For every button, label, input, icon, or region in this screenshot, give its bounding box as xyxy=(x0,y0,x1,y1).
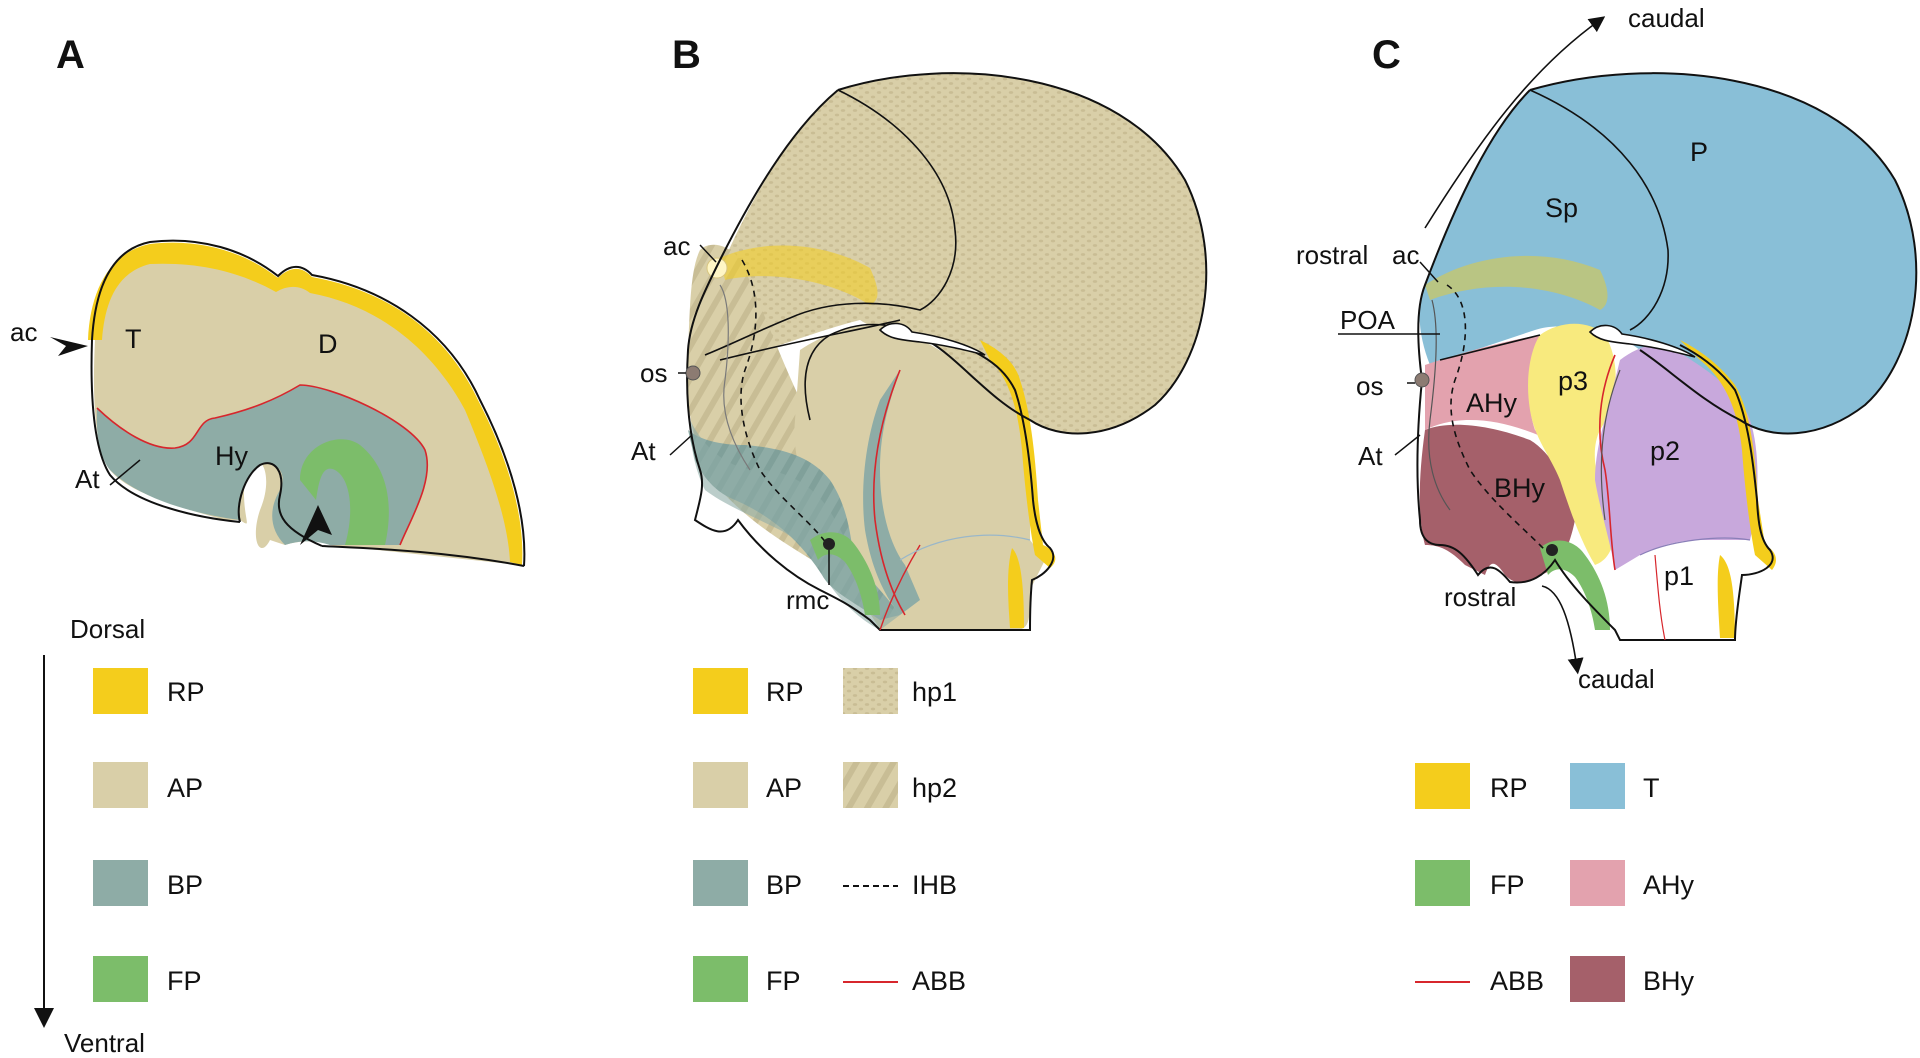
panel-c-letter: C xyxy=(1372,33,1401,77)
panel-b-at-label: At xyxy=(631,436,656,466)
panel-c-p-label: P xyxy=(1690,137,1708,167)
legend-b-swatch-hp2 xyxy=(843,762,898,808)
panel-c-p1-label: p1 xyxy=(1664,561,1694,591)
panel-a-letter: A xyxy=(56,33,85,77)
top-direction-arrow xyxy=(1424,16,1606,229)
legend-b-swatch-fp xyxy=(693,956,748,1002)
legend-b-label-ihb: IHB xyxy=(912,870,957,900)
panel-a-ac-label: ac xyxy=(10,317,37,347)
legend-a-label-fp: FP xyxy=(167,966,202,996)
panel-b-rmc-label: rmc xyxy=(786,585,829,615)
legend-a-swatch-bp xyxy=(93,860,148,906)
legend-b-label-abb: ABB xyxy=(912,966,966,996)
panel-b-letter: B xyxy=(672,33,701,77)
panel-c-os-label: os xyxy=(1356,371,1383,401)
ac-arrowhead-icon xyxy=(50,337,88,356)
panel-c-tube xyxy=(1338,16,1918,675)
legend-b-label-hp1: hp1 xyxy=(912,677,957,707)
legend-b-swatch-bp xyxy=(693,860,748,906)
legend-a-swatch-rp xyxy=(93,668,148,714)
legend-c-label-abb: ABB xyxy=(1490,966,1544,996)
panel-c-bhy-label: BHy xyxy=(1494,473,1546,503)
ventral-label: Ventral xyxy=(64,1028,145,1058)
panel-a-d-label: D xyxy=(318,329,338,359)
legend-a: RP AP BP FP xyxy=(93,668,205,1002)
panel-a-hy-label: Hy xyxy=(215,441,248,471)
legend-b-label-fp: FP xyxy=(766,966,801,996)
legend-c-swatch-ahy xyxy=(1570,860,1625,906)
panel-a-tube xyxy=(50,239,526,567)
panel-c-at-label: At xyxy=(1358,441,1383,471)
dorsal-label: Dorsal xyxy=(70,614,145,644)
legend-c-swatch-fp xyxy=(1415,860,1470,906)
legend-a-swatch-fp xyxy=(93,956,148,1002)
legend-c-label-bhy: BHy xyxy=(1643,966,1695,996)
legend-a-swatch-ap xyxy=(93,762,148,808)
legend-c-swatch-rp xyxy=(1415,763,1470,809)
legend-b-label-hp2: hp2 xyxy=(912,773,957,803)
panel-c-rostral-top-label: rostral xyxy=(1296,240,1368,270)
legend-c: RP FP ABB T AHy BHy xyxy=(1415,763,1695,1002)
legend-a-label-bp: BP xyxy=(167,870,203,900)
fp-arrowhead-icon xyxy=(300,505,332,545)
panel-b-os-label: os xyxy=(640,358,667,388)
bottom-direction-arrow xyxy=(1541,585,1584,675)
legend-c-label-rp: RP xyxy=(1490,773,1528,803)
panel-b-ac-label: ac xyxy=(663,231,690,261)
legend-c-label-fp: FP xyxy=(1490,870,1525,900)
panel-c-p2-label: p2 xyxy=(1650,436,1680,466)
rmc-marker-b xyxy=(823,538,835,550)
os-marker-b xyxy=(685,365,701,381)
panel-c-sp-label: Sp xyxy=(1545,193,1578,223)
legend-b-label-ap: AP xyxy=(766,773,802,803)
panel-c-p3-label: p3 xyxy=(1558,366,1588,396)
legend-c-swatch-t xyxy=(1570,763,1625,809)
panel-a-at-label: At xyxy=(75,464,100,494)
legend-b: RP AP BP FP hp1 hp2 IHB ABB xyxy=(693,668,966,1002)
legend-c-label-t: T xyxy=(1643,773,1660,803)
panel-c-poa-label: POA xyxy=(1340,305,1396,335)
panel-b-tube xyxy=(669,72,1208,631)
panel-c-rostral-bottom-label: rostral xyxy=(1444,582,1516,612)
legend-b-swatch-hp1 xyxy=(843,668,898,714)
panel-a-t-label: T xyxy=(125,324,142,354)
legend-b-swatch-rp xyxy=(693,668,748,714)
panel-c-ahy-label: AHy xyxy=(1466,388,1518,418)
legend-b-label-rp: RP xyxy=(766,677,804,707)
legend-c-swatch-bhy xyxy=(1570,956,1625,1002)
legend-a-label-rp: RP xyxy=(167,677,205,707)
legend-a-label-ap: AP xyxy=(167,773,203,803)
legend-b-label-bp: BP xyxy=(766,870,802,900)
panel-c-caudal-bottom-label: caudal xyxy=(1578,664,1655,694)
panel-c-ac-label: ac xyxy=(1392,240,1419,270)
os-marker-c xyxy=(1414,372,1430,388)
legend-b-swatch-ap xyxy=(693,762,748,808)
panel-c-caudal-top-label: caudal xyxy=(1628,3,1705,33)
rmc-marker-c xyxy=(1546,544,1558,556)
legend-c-label-ahy: AHy xyxy=(1643,870,1695,900)
